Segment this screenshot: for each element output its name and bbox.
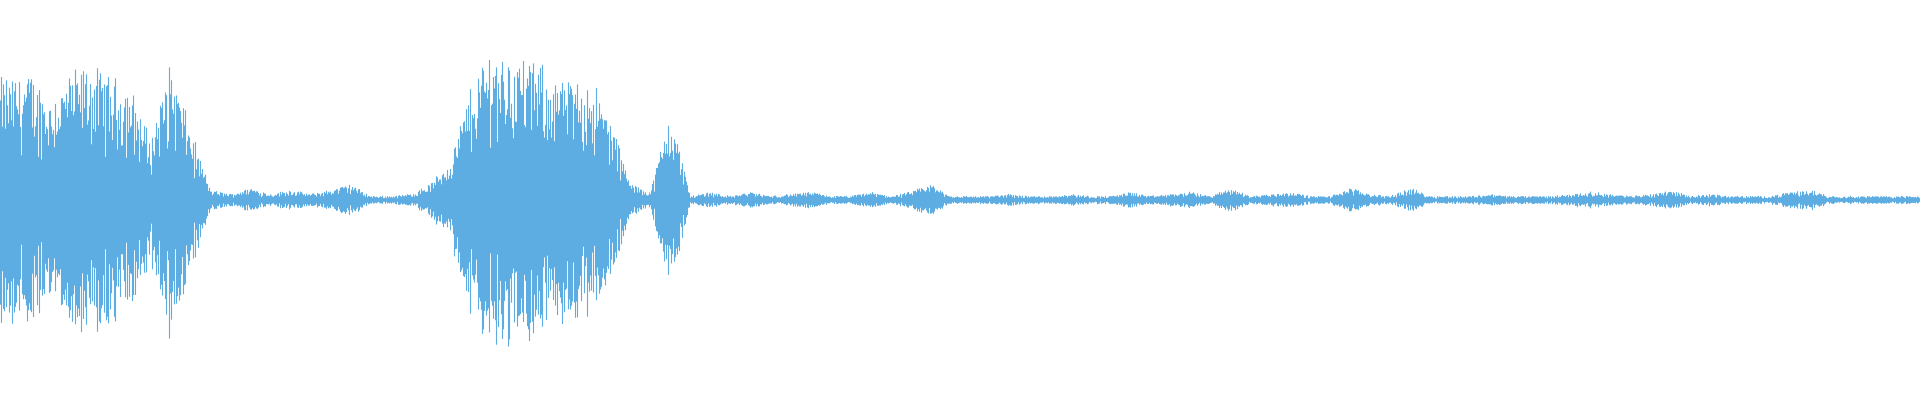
waveform-bars xyxy=(0,60,1920,347)
waveform-samples xyxy=(0,60,1920,347)
